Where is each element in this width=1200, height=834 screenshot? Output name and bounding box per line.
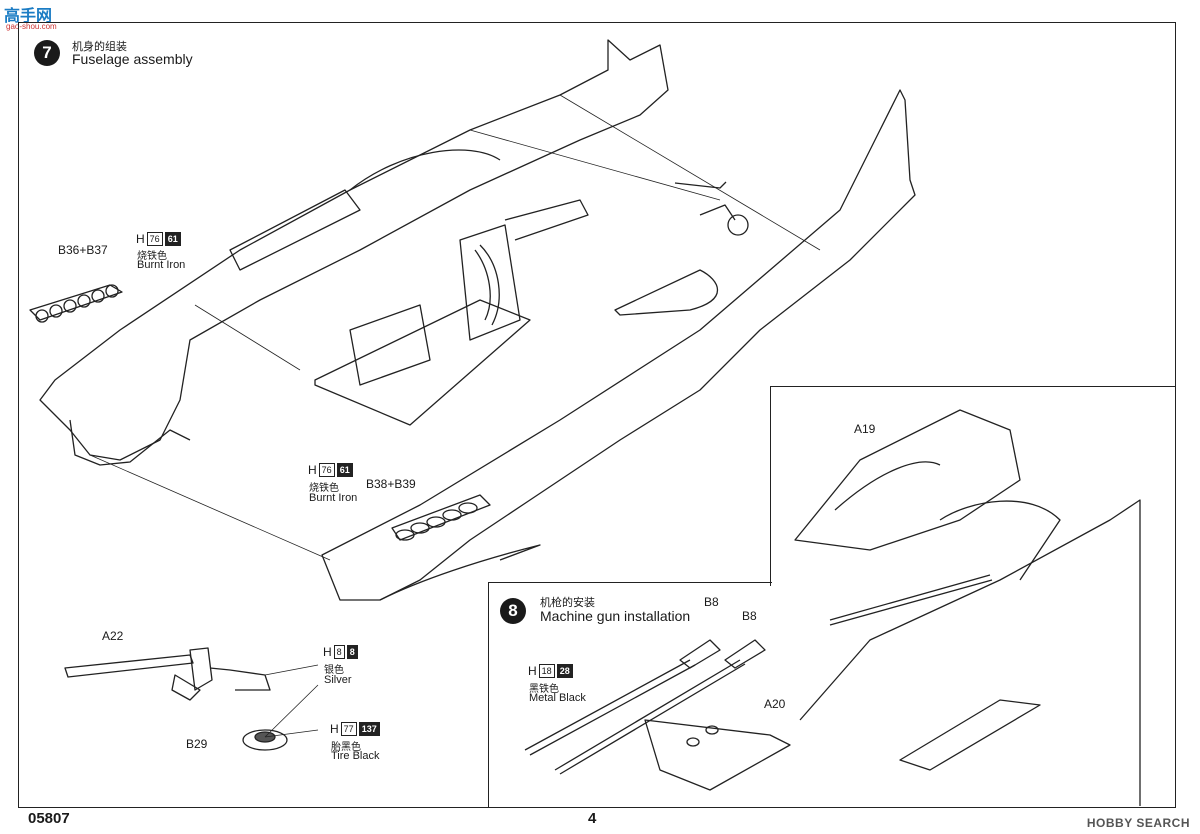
left-cockpit-opening	[229, 189, 361, 271]
paint-num-box: 8	[333, 645, 345, 659]
exhaust-b38-drawing	[391, 494, 491, 541]
instruction-frame	[18, 22, 1176, 808]
step8-title-en: Machine gun installation	[540, 608, 691, 624]
paint-name-cn: 胎黑色	[331, 742, 361, 753]
step8-badge: 8	[500, 598, 526, 624]
watermark-site-url: gao-shou.com	[6, 22, 57, 31]
watermark-site-cn: 高手网	[4, 6, 53, 25]
step7-badge: 7	[34, 40, 60, 66]
right-fuselage-belly	[379, 544, 541, 601]
paint-num-box: 76	[146, 232, 163, 246]
part-label-a19: A19	[854, 422, 876, 436]
tire-b29-drawing	[242, 729, 288, 751]
cockpit-floor-drawing	[314, 199, 589, 426]
site-watermark-logo: 高手网 gao-shou.com	[4, 2, 70, 34]
paint-code: H	[323, 645, 332, 659]
part-label-b38-b39: B38+B39	[366, 477, 416, 491]
paint-num-box-dark: 61	[164, 232, 181, 246]
step8-guns-drawing	[524, 639, 791, 791]
paint-num-box-dark: 28	[556, 664, 573, 678]
paint-num-box-dark: 61	[336, 463, 353, 477]
step7-title-en: Fuselage assembly	[72, 51, 193, 67]
left-canopy-line	[349, 149, 501, 191]
paint-name-en: Burnt Iron	[137, 259, 186, 271]
paint-name-en: Tire Black	[331, 750, 380, 762]
paint-name-cn: 黑铁色	[529, 684, 559, 695]
step7-title-cn: 机身的组装	[72, 40, 127, 53]
paint-num-box: 18	[538, 664, 555, 678]
paint-num-box-dark: 137	[358, 722, 380, 736]
paint-code: H	[308, 463, 317, 477]
paint-name-cn: 烧铁色	[309, 483, 339, 494]
part-label-a22: A22	[102, 629, 124, 643]
step8-detail-panel	[770, 386, 1176, 586]
exhaust-b36-drawing	[29, 284, 123, 323]
part-label-a20: A20	[764, 697, 786, 711]
paint-code: H	[528, 664, 537, 678]
paint-callout-burnt-iron-1: H 76 61	[136, 232, 181, 246]
left-fuselage-lower	[69, 419, 191, 466]
tailwheel-drawing	[674, 181, 749, 236]
paint-name-en: Metal Black	[529, 692, 586, 704]
paint-callout-metal-black: H 18 28	[528, 664, 573, 678]
part-label-b29: B29	[186, 737, 208, 751]
right-canopy-rail	[614, 269, 719, 316]
part-label-b8-1: B8	[704, 595, 719, 609]
right-fuselage-half	[321, 89, 916, 601]
paint-name-en: Burnt Iron	[309, 492, 358, 504]
paint-callout-silver: H 8 8	[323, 645, 358, 659]
step8-title-cn: 机枪的安装	[540, 596, 595, 609]
paint-name-en: Silver	[324, 674, 352, 686]
paint-num-box: 77	[340, 722, 357, 736]
paint-name-cn: 银色	[324, 665, 344, 676]
paint-callout-burnt-iron-2: H 76 61	[308, 463, 353, 477]
step8-detail-drawing	[794, 409, 1141, 806]
paint-num-box-dark: 8	[346, 645, 358, 659]
paint-code: H	[330, 722, 339, 736]
brand-watermark: HOBBY SEARCH	[1086, 816, 1190, 830]
catalog-number: 05807	[28, 810, 70, 827]
step8-panel	[488, 582, 772, 808]
part-label-b36-b37: B36+B37	[58, 243, 108, 257]
part-label-b8-2: B8	[742, 609, 757, 623]
paint-code: H	[136, 232, 145, 246]
paint-name-cn: 烧铁色	[137, 251, 167, 262]
a22-strut-drawing	[64, 647, 271, 701]
page-number: 4	[588, 810, 597, 827]
paint-callout-tire-black: H 77 137	[330, 722, 380, 736]
paint-num-box: 76	[318, 463, 335, 477]
